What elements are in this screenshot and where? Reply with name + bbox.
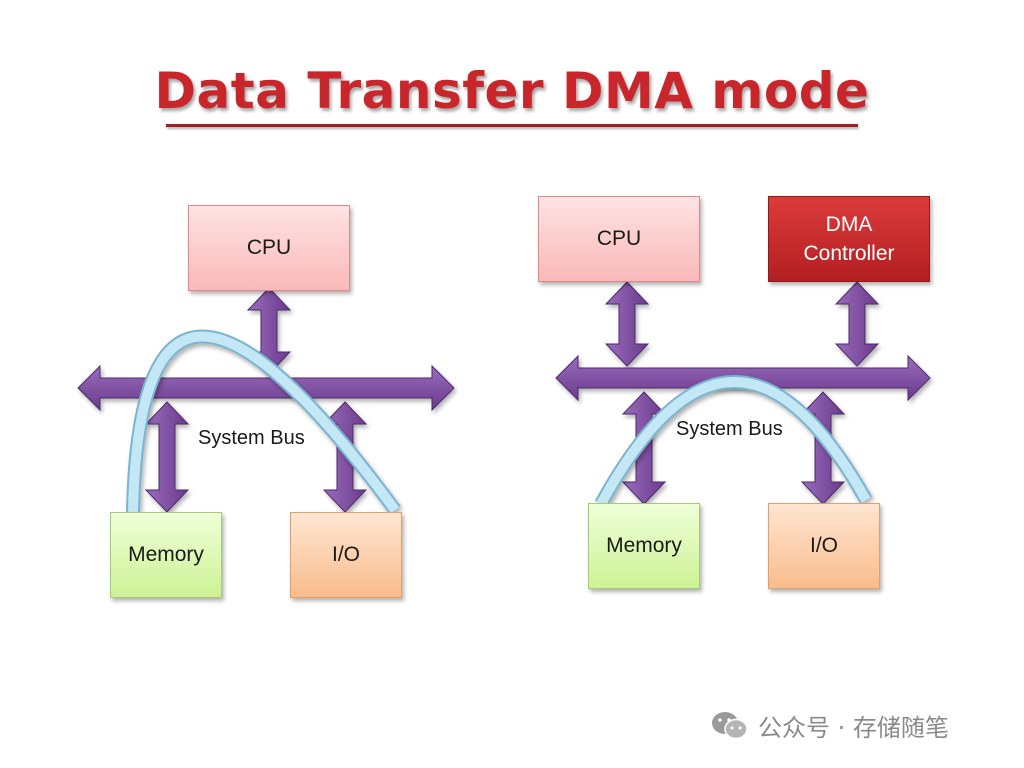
right-dma-bus-arrow [834, 281, 880, 367]
right-bus-label: System Bus [676, 418, 783, 440]
right-memory-box: Memory [588, 503, 700, 589]
dma-controller-box: DMA Controller [768, 196, 930, 282]
right-memory-label: Memory [606, 534, 682, 558]
left-cpu-box: CPU [188, 205, 350, 291]
watermark: 公众号 · 存储随笔 [710, 708, 949, 743]
right-io-label: I/O [809, 534, 838, 558]
left-memory-label: Memory [128, 543, 204, 567]
right-cpu-label: CPU [596, 227, 642, 251]
left-cpu-label: CPU [246, 236, 292, 260]
left-memory-bus-arrow [144, 401, 190, 513]
title-underline [166, 124, 858, 127]
left-memory-box: Memory [110, 512, 222, 598]
slide-title: Data Transfer DMA mode [154, 62, 870, 120]
left-system-bus-arrow [77, 364, 455, 412]
dma-label-line1: DMA [825, 212, 873, 236]
right-cpu-bus-arrow [604, 281, 650, 367]
left-io-box: I/O [290, 512, 402, 598]
dma-label-line2: Controller [803, 242, 895, 265]
left-bus-label: System Bus [198, 427, 305, 449]
right-io-box: I/O [768, 503, 880, 589]
right-cpu-box: CPU [538, 196, 700, 282]
wechat-icon [712, 711, 748, 739]
watermark-text: 公众号 · 存储随笔 [758, 714, 949, 742]
left-io-label: I/O [331, 543, 360, 567]
